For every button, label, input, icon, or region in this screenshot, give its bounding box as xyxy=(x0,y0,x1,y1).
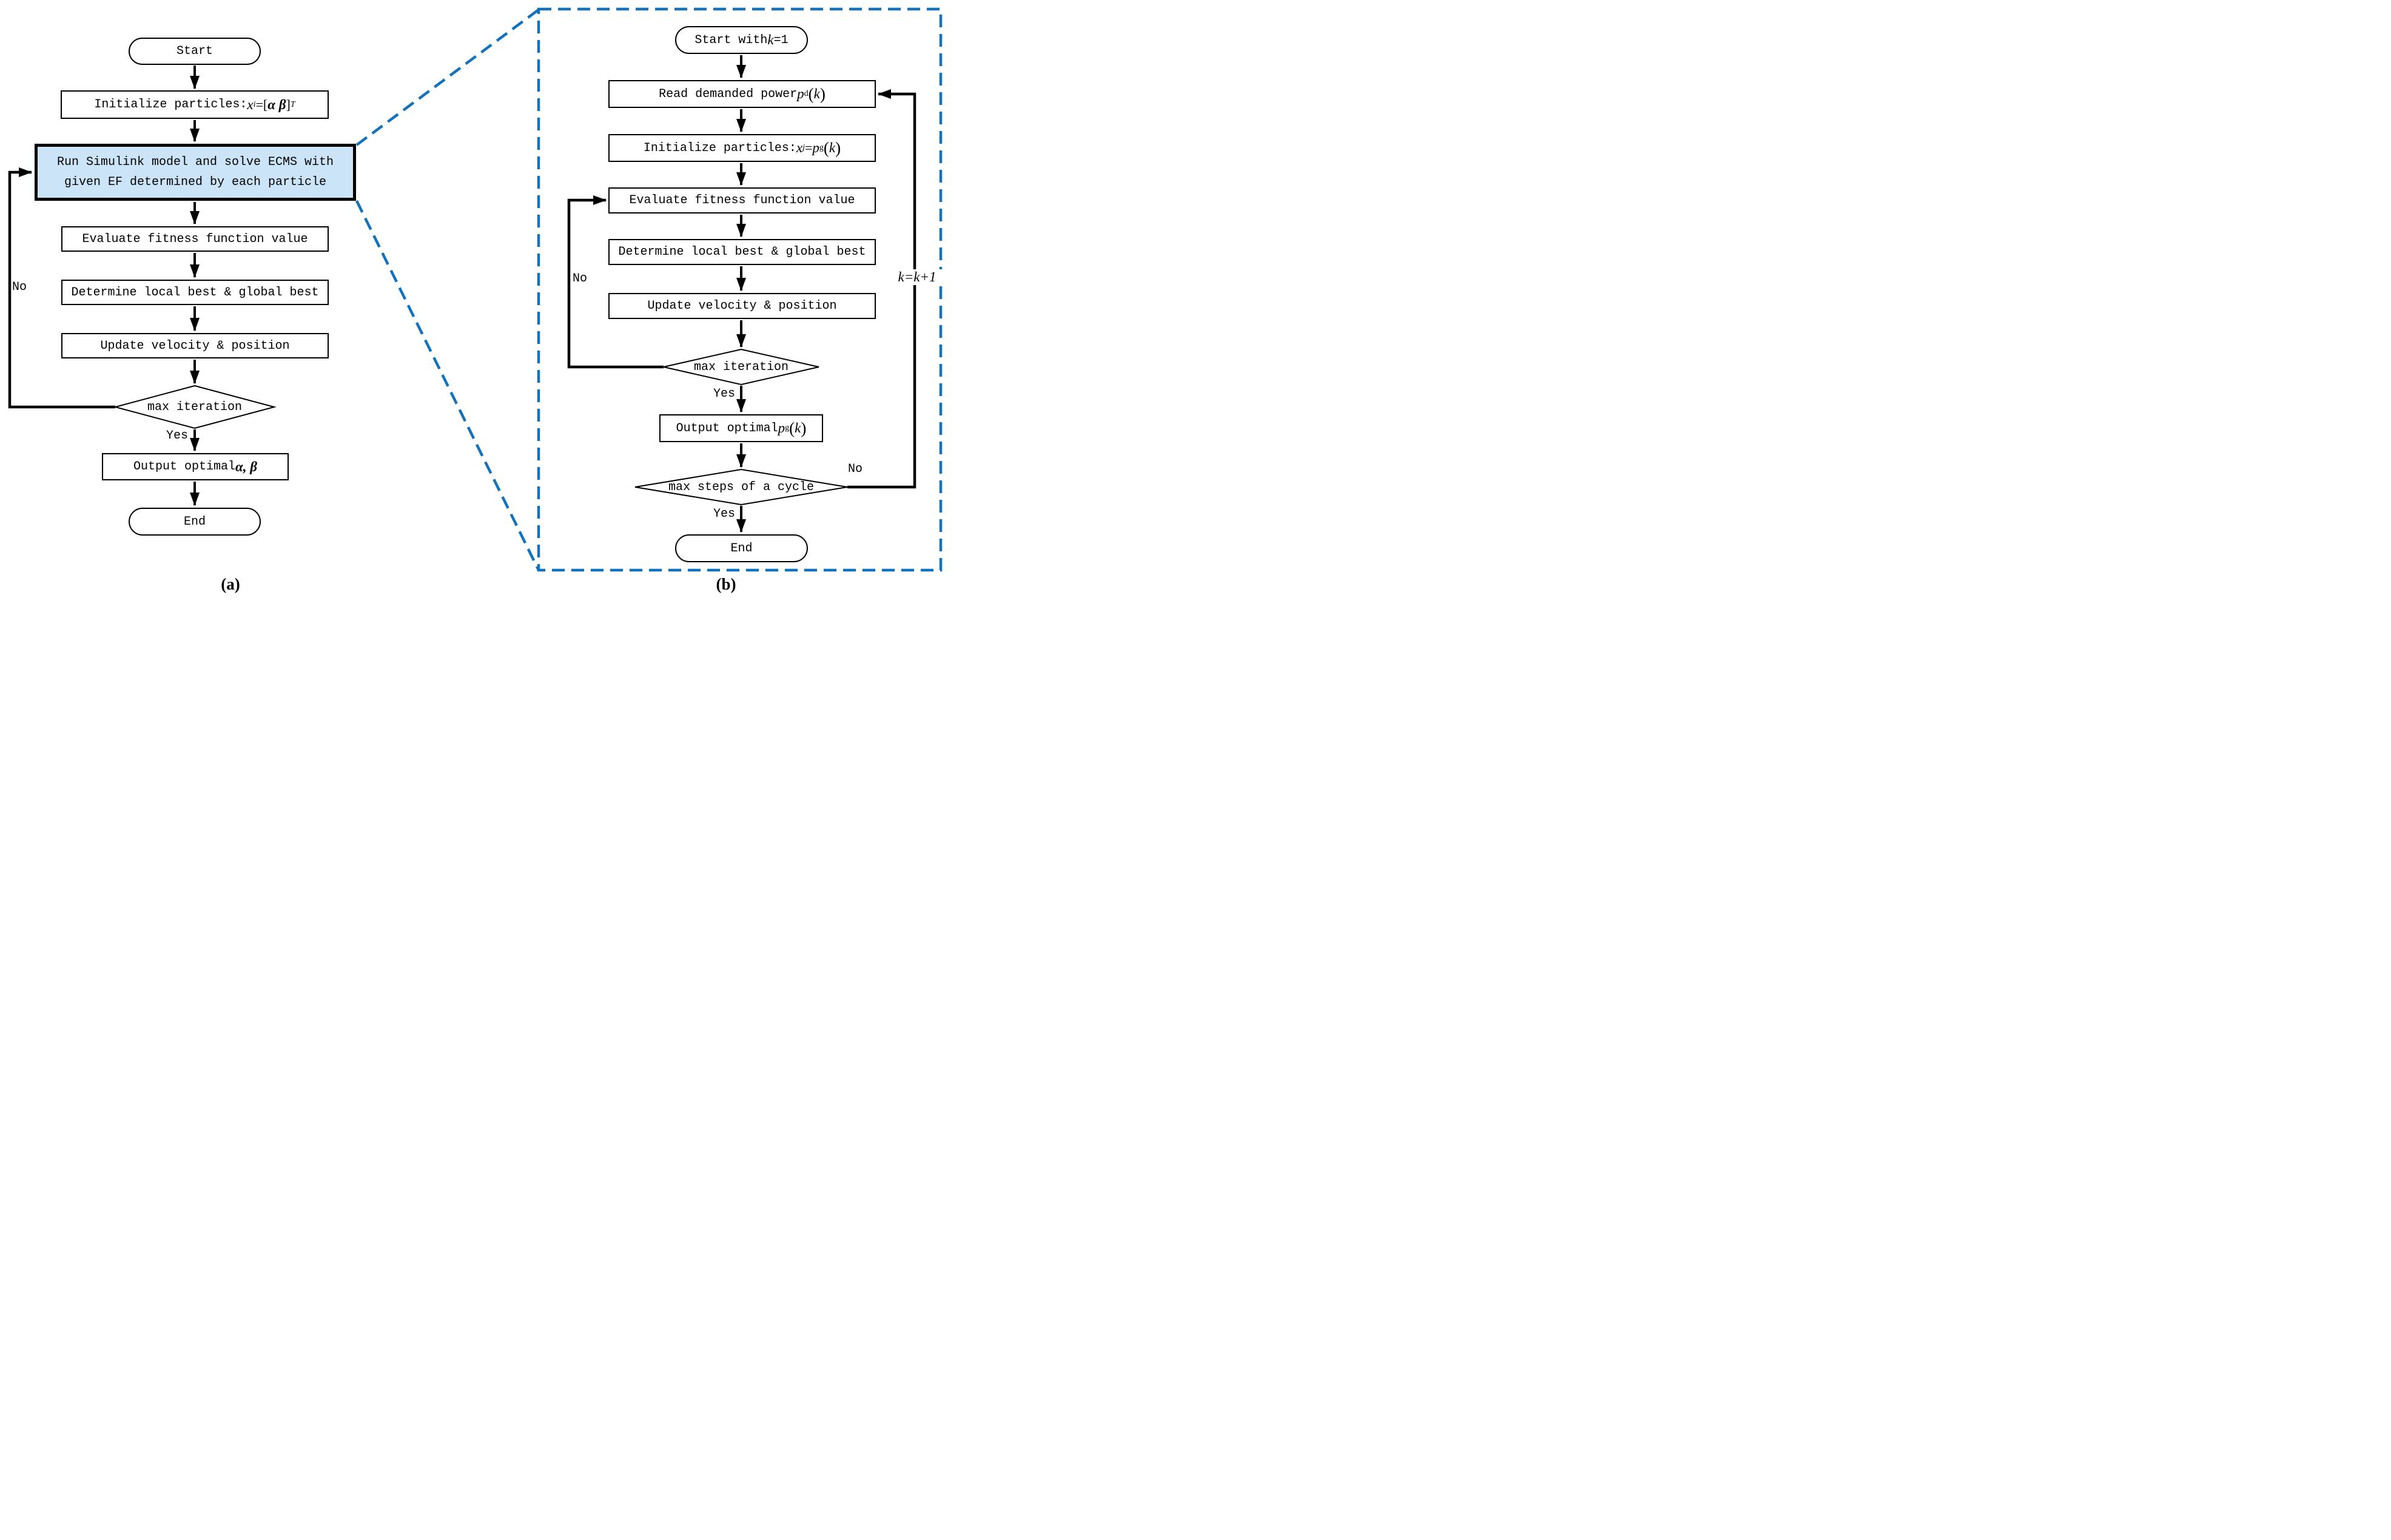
loop-a-no-feedback xyxy=(8,167,115,409)
math-x-var: x xyxy=(247,96,254,112)
node-b-initialize-text: Initialize particles: xyxy=(643,141,796,155)
edge-b-no-left-label: No xyxy=(573,272,588,286)
node-b-decision1-label: max iteration xyxy=(693,360,789,374)
node-b-evaluate-label: Evaluate fitness function value xyxy=(629,193,855,207)
node-a-run-simulink: Run Simulink model and solve ECMS with g… xyxy=(35,144,356,201)
zoom-guide-bottom xyxy=(355,200,540,571)
node-b-evaluate: Evaluate fitness function value xyxy=(608,187,876,214)
node-a-start: Start xyxy=(129,38,261,65)
math-p-var: p xyxy=(797,86,804,101)
node-a-output: Output optimal α, β xyxy=(102,453,289,480)
edge-a-no-label: No xyxy=(12,280,27,294)
node-b-start-suffix: =1 xyxy=(773,33,789,47)
panel-b-caption: (b) xyxy=(716,575,736,593)
math-open-paren: ( xyxy=(808,84,814,103)
math-k-arg-b: k xyxy=(829,140,836,155)
math-output-p-var: p xyxy=(778,420,785,435)
math-alpha-beta: α β xyxy=(267,96,286,112)
node-a-decision-label: max iteration xyxy=(147,400,243,414)
node-a-evaluate: Evaluate fitness function value xyxy=(61,226,329,252)
math-close-paren: ) xyxy=(819,84,826,103)
loop-b-no-cycle-increment xyxy=(847,89,916,489)
zoom-guide-top xyxy=(355,8,540,146)
diamond-a-max-iteration xyxy=(113,385,277,429)
math-x-var-b: x xyxy=(796,140,803,155)
math-close-paren-b: ) xyxy=(835,138,841,157)
node-a-end-label: End xyxy=(183,514,206,529)
node-a-evaluate-label: Evaluate fitness function value xyxy=(82,232,308,246)
math-k-var: k xyxy=(767,32,774,47)
edge-b-increment-label: k=k+1 xyxy=(887,269,947,285)
math-equals-bracket: =[ xyxy=(255,96,268,112)
node-a-determine: Determine local best & global best xyxy=(61,280,329,305)
node-b-end-label: End xyxy=(730,541,753,556)
math-open-paren-b: ( xyxy=(823,138,829,157)
math-output-open-paren: ( xyxy=(789,419,795,437)
node-a-update-label: Update velocity & position xyxy=(100,338,290,353)
math-p-var-b: p xyxy=(812,140,819,155)
connector-layer xyxy=(8,7,943,572)
math-k-arg: k xyxy=(813,86,820,101)
node-b-output-text: Output optimal xyxy=(676,421,778,435)
edge-b-no-right-label: No xyxy=(848,462,863,476)
node-b-start: Start with k=1 xyxy=(675,26,808,54)
node-a-start-label: Start xyxy=(176,44,213,58)
math-output-close-paren: ) xyxy=(801,419,807,437)
diamond-b-max-steps xyxy=(634,468,848,506)
node-b-read-text: Read demanded power xyxy=(659,87,798,101)
node-b-start-text: Start with xyxy=(694,33,768,47)
node-b-determine-label: Determine local best & global best xyxy=(618,245,866,259)
edge-b-yes2-label: Yes xyxy=(713,507,735,521)
edge-b-yes1-label: Yes xyxy=(713,387,735,401)
node-b-update-label: Update velocity & position xyxy=(647,299,837,313)
edge-a-yes-label: Yes xyxy=(166,429,188,443)
math-output-k-arg: k xyxy=(795,420,801,435)
math-output-alpha-beta: α, β xyxy=(235,459,258,474)
node-a-determine-label: Determine local best & global best xyxy=(71,285,319,300)
diamond-b-max-iteration xyxy=(663,348,819,386)
math-equals: = xyxy=(805,140,813,155)
node-a-run-line1: Run Simulink model and solve ECMS with xyxy=(56,155,334,169)
node-a-end: End xyxy=(129,508,261,536)
math-close-bracket: ] xyxy=(286,96,291,112)
loop-b-no-iteration xyxy=(567,195,664,369)
node-b-determine: Determine local best & global best xyxy=(608,239,876,265)
panel-a-caption: (a) xyxy=(221,575,240,593)
zoom-region-outline xyxy=(537,7,943,572)
node-a-update: Update velocity & position xyxy=(61,333,329,358)
node-b-end: End xyxy=(675,534,808,562)
node-a-output-text: Output optimal xyxy=(133,460,235,474)
node-b-update: Update velocity & position xyxy=(608,293,876,319)
node-a-initialize-text: Initialize particles: xyxy=(94,98,247,112)
node-b-decision2-label: max steps of a cycle xyxy=(668,480,815,494)
node-a-run-line2: given EF determined by each particle xyxy=(64,175,327,189)
